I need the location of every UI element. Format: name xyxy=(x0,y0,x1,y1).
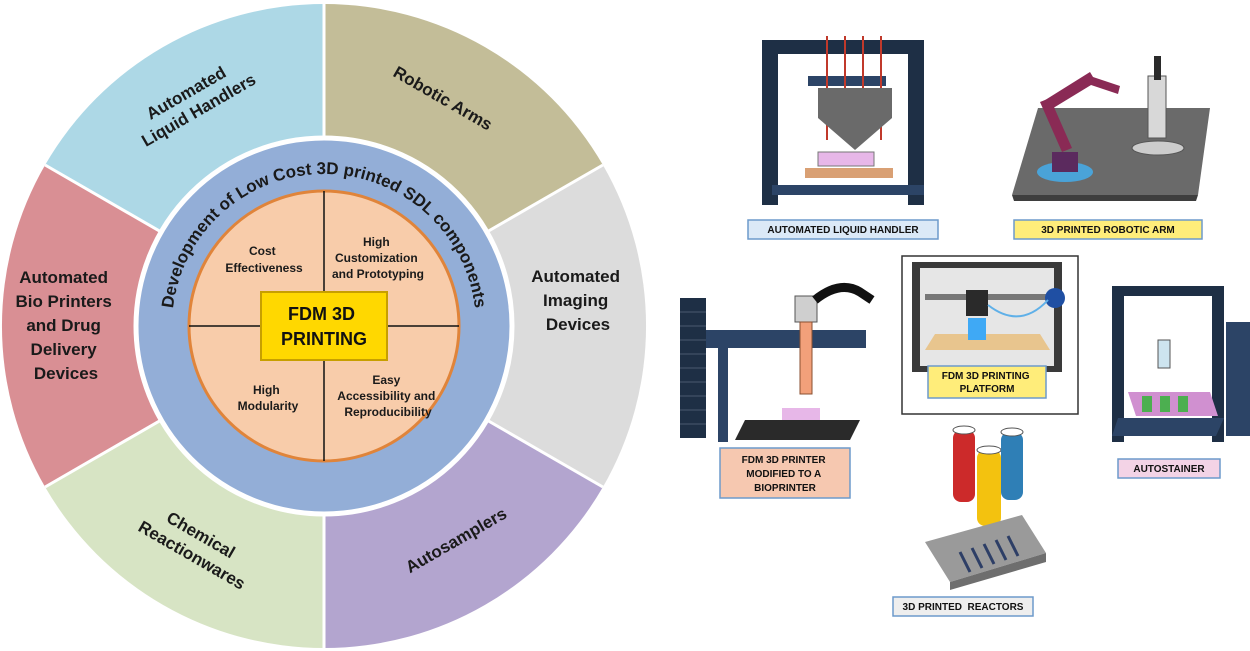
caption-robotic-arm xyxy=(1013,219,1203,240)
caption-platform-text: FDM 3D PRINTING PLATFORM xyxy=(942,371,1033,395)
caption-bioprinter-text: FDM 3D PRINTER MODIFIED TO A BIOPRINTER xyxy=(742,455,829,494)
label-imaging-devices: Automated Imaging Devices xyxy=(531,267,625,334)
autostainer-illustration xyxy=(1112,286,1250,442)
liquid-handler-illustration xyxy=(762,36,924,205)
quadrant-accessibility: Easy Accessibility and Reproducibility xyxy=(337,373,438,419)
quadrant-customization: High Customization and Prototyping xyxy=(332,235,424,281)
caption-reactors-text: 3D PRINTED REACTORS xyxy=(903,602,1024,613)
label-bioprinters: Automated Bio Printers and Drug Delivery… xyxy=(15,268,116,383)
caption-robotic-arm-text: 3D PRINTED ROBOTIC ARM xyxy=(1041,225,1175,236)
caption-reactors xyxy=(892,596,1034,617)
bioprinter-illustration xyxy=(680,283,875,442)
reactors-illustration xyxy=(925,425,1046,590)
caption-platform xyxy=(927,365,1047,399)
caption-bioprinter xyxy=(719,447,851,499)
center-box xyxy=(260,291,388,361)
quadrant-cost-effectiveness: Cost Effectiveness xyxy=(225,244,303,275)
caption-autostainer-text: AUTOSTAINER xyxy=(1133,464,1205,475)
quadrant-modularity: High Modularity xyxy=(238,383,299,413)
caption-liquid-handler xyxy=(747,219,939,240)
center-title: FDM 3D PRINTING xyxy=(281,304,367,349)
caption-liquid-handler-text: AUTOMATED LIQUID HANDLER xyxy=(767,225,919,236)
robotic-arm-illustration xyxy=(1012,56,1210,201)
caption-autostainer xyxy=(1117,458,1221,479)
circular-diagram: Development of Low Cost 3D printed SDL c… xyxy=(1,3,647,648)
